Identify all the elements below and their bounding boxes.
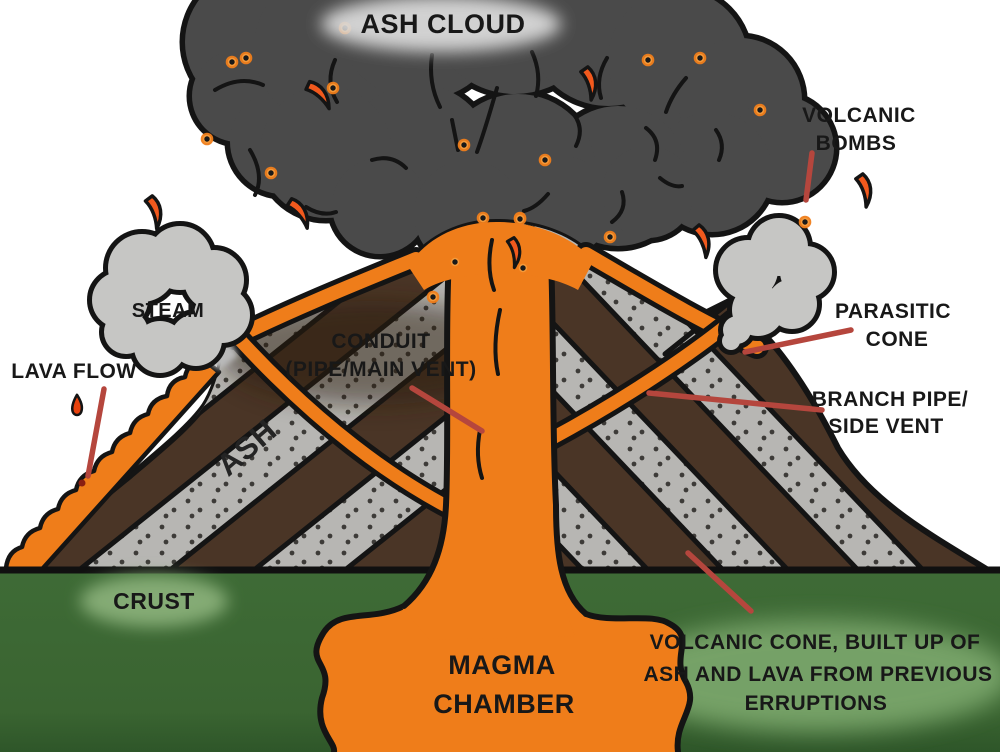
label-conduit: (PIPE/MAIN VENT) bbox=[285, 358, 476, 381]
crust-label-glow bbox=[80, 575, 228, 627]
crater-lava-mound bbox=[408, 211, 594, 480]
label-magma-chamber: CHAMBER bbox=[433, 689, 575, 719]
label-magma-chamber: MAGMA bbox=[448, 650, 555, 680]
label-conduit: CONDUIT bbox=[331, 330, 430, 353]
ash-cloud-squiggles bbox=[213, 50, 724, 224]
cone-note-glow bbox=[622, 620, 1000, 732]
label-crust: CRUST bbox=[113, 588, 195, 614]
leader-lines bbox=[85, 150, 854, 614]
steam-cloud-right bbox=[718, 218, 832, 350]
branch-pipes bbox=[228, 305, 749, 532]
label-parasitic-cone: CONE bbox=[866, 328, 929, 351]
label-volcanic-bombs: BOMBS bbox=[816, 132, 897, 155]
leader-conduit bbox=[409, 385, 485, 434]
leader-lava-flow bbox=[85, 386, 107, 479]
lava-flow-layer bbox=[3, 356, 222, 581]
label-volcanic-cone-note: ERRUPTIONS bbox=[745, 692, 888, 715]
steam-cloud-left bbox=[92, 226, 250, 373]
label-volcanic-bombs: VOLCANIC bbox=[802, 104, 916, 127]
label-lava-flow: LAVA FLOW bbox=[11, 360, 136, 383]
leader-parasitic-cone bbox=[742, 327, 854, 355]
label-volcanic-cone-note: ASH AND LAVA FROM PREVIOUS bbox=[643, 663, 992, 686]
label-steam: STEAM bbox=[132, 300, 205, 322]
label-branch-pipe: SIDE VENT bbox=[828, 415, 943, 438]
label-ash-cloud: ASH CLOUD bbox=[361, 9, 526, 39]
conduit bbox=[401, 253, 589, 640]
leader-branch-pipe bbox=[646, 390, 825, 413]
leader-volcanic-cone bbox=[685, 550, 754, 614]
label-volcanic-cone-note: VOLCANIC CONE, BUILT UP OF bbox=[650, 631, 981, 654]
ground-crust bbox=[0, 566, 1000, 752]
label-parasitic-cone: PARASITIC bbox=[835, 300, 951, 323]
ash-cloud bbox=[185, 0, 834, 268]
leader-volcanic-bombs bbox=[803, 150, 815, 203]
label-branch-pipe: BRANCH PIPE/ bbox=[812, 388, 969, 411]
ash-cloud-label-glow bbox=[321, 0, 561, 52]
